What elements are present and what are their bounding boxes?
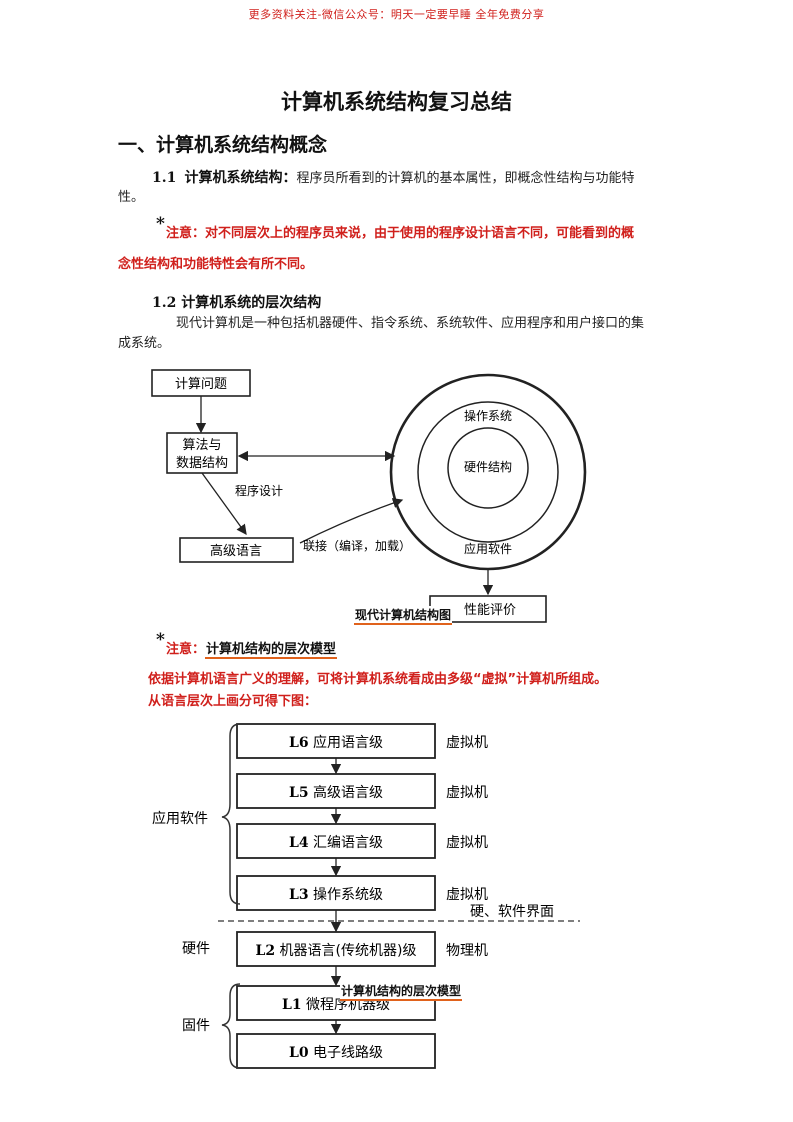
ring-os-label: 操作系统 (464, 408, 512, 423)
paragraph-1-2-line-1: 现代计算机是一种包括机器硬件、指令系统、系统软件、应用程序和用户接口的集 (176, 316, 645, 331)
section-heading-1: 一、计算机系统结构概念 (118, 134, 328, 156)
note-2: 注意：计算机结构的层次模型 (166, 638, 338, 659)
level-label-l0: L0 电子线路级 (289, 1045, 383, 1061)
group-fw-label: 固件 (182, 1018, 210, 1034)
term: 计算机系统结构： (184, 170, 297, 186)
box-high-level-language (179, 537, 294, 563)
label-programming: 程序设计 (235, 483, 283, 498)
ring-hardware (447, 427, 529, 509)
red-paragraph-line-1: 依据计算机语言广义的理解，可将计算机系统看成由多级“虚拟”计算机所组成。 (148, 672, 608, 687)
group-hw-label: 硬件 (182, 941, 210, 957)
arrow-hll-to-rings (299, 498, 404, 544)
level-box-l5 (236, 773, 436, 809)
level-side-l6: 虚拟机 (446, 735, 488, 751)
box-hll-label: 高级语言 (210, 543, 262, 559)
level-box-l6 (236, 723, 436, 759)
top-banner: 更多资料关注-微信公众号：明天一定要早睡 全年免费分享 (248, 8, 545, 21)
box-algorithm-label-1: 算法与 (182, 438, 221, 453)
level-label-l5: L5 高级语言级 (289, 784, 383, 801)
label-link: 联接（编译，加载） (303, 538, 411, 553)
ring-app-label: 应用软件 (464, 541, 512, 556)
note-star: * (156, 214, 165, 234)
note-2-link: 计算机结构的层次模型 (205, 642, 338, 659)
group-app-label: 应用软件 (152, 810, 208, 827)
box-performance-label: 性能评价 (464, 603, 516, 618)
diagram-1-caption: 现代计算机结构图 (354, 606, 453, 625)
box-compute-problem-label: 计算问题 (175, 377, 227, 392)
interface-label: 硬、软件界面 (470, 904, 554, 920)
paragraph-1-2-line-2: 成系统。 (118, 336, 171, 351)
box-algorithm (166, 432, 238, 474)
note-1-line-1: 注意：对不同层次上的程序员来说，由于使用的程序设计语言不同，可能看到的概 (166, 226, 635, 241)
level-box-l2 (236, 931, 436, 967)
level-box-l0 (236, 1033, 436, 1069)
ring-hw-label: 硬件结构 (464, 459, 512, 474)
level-side-l2: 物理机 (446, 943, 488, 959)
level-label-l6: L6 应用语言级 (289, 734, 383, 751)
brace-application (221, 723, 241, 905)
definition-1-1: 1.1 计算机系统结构：程序员所看到的计算机的基本属性，即概念性结构与功能特 (152, 168, 682, 189)
level-label-l4: L4 汇编语言级 (289, 835, 383, 851)
ring-os (417, 401, 559, 543)
section-heading-1-2: 1.2 计算机系统的层次结构 (152, 295, 322, 311)
level-side-l3: 虚拟机 (446, 887, 488, 903)
level-side-l5: 虚拟机 (446, 785, 488, 801)
section-number: 1.1 (152, 170, 177, 186)
definition-continuation: 性。 (118, 190, 145, 205)
level-box-l4 (236, 823, 436, 859)
computer-structure-diagram: 计算问题 算法与 数据结构 程序设计 高级语言 联接（编译，加载） 操作系统 硬… (151, 369, 587, 623)
layered-model-diagram: L6 应用语言级虚拟机L5 高级语言级虚拟机L4 汇编语言级虚拟机L3 操作系统… (152, 723, 580, 1069)
note-2-prefix: 注意： (166, 642, 206, 657)
diagram-2-caption: 计算机结构的层次模型 (340, 982, 463, 1001)
red-paragraph-line-2: 从语言层次上画分可得下图： (148, 694, 318, 709)
page-title: 计算机系统结构复习总结 (281, 89, 512, 114)
arrow-algo-to-hll (201, 472, 247, 536)
level-label-l2: L2 机器语言(传统机器)级 (256, 943, 417, 959)
note-1-line-2: 念性结构和功能特性会有所不同。 (118, 257, 314, 272)
level-label-l1: L1 微程序机器级 (282, 997, 390, 1013)
definition-text: 程序员所看到的计算机的基本属性，即概念性结构与功能特 (296, 171, 635, 186)
note-2-star: * (156, 630, 165, 650)
brace-firmware (221, 983, 241, 1069)
level-side-l4: 虚拟机 (446, 835, 488, 851)
box-algorithm-label-2: 数据结构 (176, 456, 228, 471)
level-label-l3: L3 操作系统级 (289, 887, 383, 903)
